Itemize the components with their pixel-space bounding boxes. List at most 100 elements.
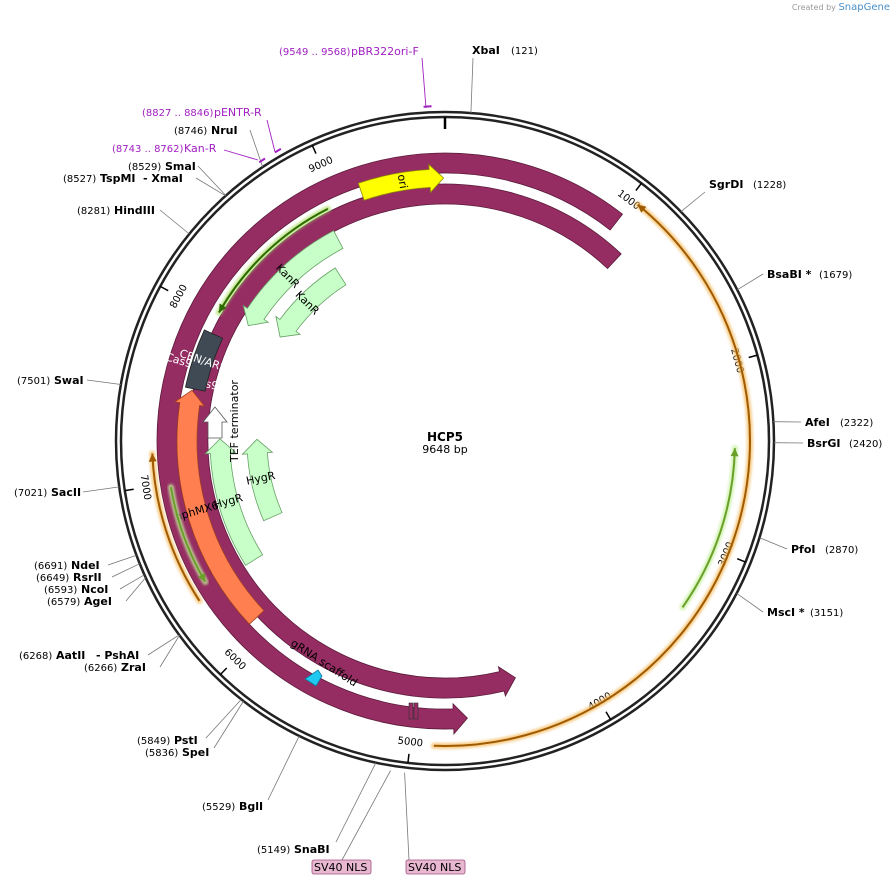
site-snabi-pos: (5149) xyxy=(257,845,290,856)
site-sgrdi-name[interactable]: SgrDI xyxy=(709,178,743,191)
orf-left-green-head xyxy=(197,573,206,582)
lead-7 xyxy=(335,762,377,843)
kanr-2[interactable] xyxy=(275,267,347,338)
site-smai-name[interactable]: SmaI xyxy=(165,160,196,173)
hygr-2[interactable] xyxy=(241,438,283,522)
kanr-1[interactable] xyxy=(242,230,344,327)
site-afei-pos: (2322) xyxy=(840,418,873,429)
site-zrai-name[interactable]: ZraI xyxy=(121,661,146,674)
tick-label-1000: 1000 xyxy=(615,188,642,212)
tick-label-5000: 5000 xyxy=(397,736,424,750)
site-aatii-name[interactable]: AatII xyxy=(56,649,85,662)
sv40-lead-0 xyxy=(341,770,391,861)
site-xmai-name[interactable]: - XmaI xyxy=(143,172,183,185)
snapgene-watermark: Created by SnapGene xyxy=(791,2,890,13)
site-rsrii-pos: (6649) xyxy=(36,573,69,584)
hygr-2-label: HygR xyxy=(245,469,277,488)
cas9-outer[interactable] xyxy=(156,152,624,735)
lead-2 xyxy=(736,273,764,291)
site-pshai-name[interactable]: - PshAI xyxy=(96,649,139,662)
site-pfoi-pos: (2870) xyxy=(825,545,858,556)
site-bgli-name[interactable]: BglI xyxy=(239,800,263,813)
site-spei-name[interactable]: SpeI xyxy=(182,746,209,759)
orf-cas9[interactable] xyxy=(433,203,751,747)
site-ncoi-name[interactable]: NcoI xyxy=(81,583,108,596)
sv40-nls-block-2[interactable] xyxy=(413,702,419,720)
site-bsabi-name[interactable]: BsaBI * xyxy=(767,268,812,281)
grna-scaffold-arrow[interactable] xyxy=(304,669,323,687)
primer-pentr-name[interactable]: pENTR-R xyxy=(214,106,262,119)
lead-1 xyxy=(680,191,706,213)
orf-small-right-head xyxy=(730,448,739,457)
site-afei-name[interactable]: AfeI xyxy=(805,416,830,429)
lead-20 xyxy=(195,177,226,197)
site-sacii-pos: (7021) xyxy=(14,488,47,499)
site-spei-pos: (5836) xyxy=(145,748,178,759)
backbone-outer xyxy=(114,110,776,772)
lead-11 xyxy=(147,634,180,656)
orf-small-right[interactable] xyxy=(681,448,736,608)
primer-lead-2 xyxy=(223,149,259,161)
primer-kanr-mark[interactable] xyxy=(258,157,266,164)
hphmx6-arrow[interactable] xyxy=(173,389,265,625)
site-msci-name[interactable]: MscI * xyxy=(767,606,805,619)
sv40-nls-block-1[interactable] xyxy=(408,702,414,720)
tick-6000 xyxy=(219,667,228,676)
site-swai-name[interactable]: SwaI xyxy=(54,374,84,387)
ori-arrow-label: ori xyxy=(395,173,410,189)
plasmid-name: HCP5 xyxy=(427,430,463,444)
site-aatii-pos: (6268) xyxy=(19,651,52,662)
site-sacii-name[interactable]: SacII xyxy=(51,486,81,499)
site-bsrgi-pos: (2420) xyxy=(849,439,882,450)
site-swai-pos: (7501) xyxy=(17,376,50,387)
site-bgli-pos: (5529) xyxy=(202,802,235,813)
lead-5 xyxy=(759,537,788,550)
primer-pentr-mark[interactable] xyxy=(274,148,282,154)
orf-left-orange[interactable] xyxy=(151,453,201,602)
hygr-1[interactable] xyxy=(204,438,264,566)
lead-0 xyxy=(470,57,474,114)
sv40-nls-box-1[interactable]: SV40 NLS xyxy=(311,859,372,875)
site-xbai-name[interactable]: XbaI xyxy=(472,44,500,57)
primer-kanr-pos: (8743 .. 8762) xyxy=(112,144,184,155)
site-ndei-name[interactable]: NdeI xyxy=(71,559,100,572)
site-snabi-name[interactable]: SnaBI xyxy=(294,843,330,856)
primer-pbr322ori-pos: (9549 .. 9568) xyxy=(279,47,351,58)
orf-kanr-head xyxy=(219,303,227,313)
site-pfoi-name[interactable]: PfoI xyxy=(791,543,816,556)
orf-cas9-glow xyxy=(430,201,753,749)
lead-14 xyxy=(111,563,140,578)
orf-kanr[interactable] xyxy=(218,208,329,313)
site-smai-pos: (8529) xyxy=(128,162,161,173)
restriction-sites: XbaI (121) SgrDI (1228) BsaBI * (1679) A… xyxy=(14,44,882,856)
tick-8000 xyxy=(159,285,169,292)
lead-17 xyxy=(82,486,120,493)
orf-left-green[interactable] xyxy=(169,486,207,583)
tick-2000 xyxy=(748,354,758,359)
ori-arrow[interactable] xyxy=(357,163,445,201)
lead-15 xyxy=(119,574,145,590)
snapgene-brand: SnapGene xyxy=(838,2,890,13)
primer-kanr-name[interactable]: Kan-R xyxy=(184,142,217,155)
site-psti-name[interactable]: PstI xyxy=(174,734,198,747)
lead-10 xyxy=(213,700,244,749)
tick-7000 xyxy=(124,488,134,492)
site-agei-name[interactable]: AgeI xyxy=(84,595,112,608)
tef-terminator-arrow[interactable] xyxy=(202,406,228,439)
cenars-block[interactable] xyxy=(185,329,224,392)
site-rsrii-name[interactable]: RsrII xyxy=(73,571,102,584)
site-hindiii-name[interactable]: HindIII xyxy=(114,204,155,217)
lead-8 xyxy=(267,735,300,801)
orf-small-right-glow xyxy=(679,445,738,611)
site-tspmi-name[interactable]: TspMI xyxy=(100,172,136,185)
site-hindiii-pos: (8281) xyxy=(77,206,110,217)
tick-4000 xyxy=(605,711,612,720)
site-nrui-name[interactable]: NruI xyxy=(211,124,238,137)
site-bsrgi-name[interactable]: BsrGI xyxy=(807,437,840,450)
site-xbai-pos: (121) xyxy=(511,46,538,57)
sv40-nls-box-2[interactable]: SV40 NLS xyxy=(405,859,466,875)
sv40-nls-label-1: SV40 NLS xyxy=(314,861,367,874)
primer-pbr322ori-name[interactable]: pBR322ori-F xyxy=(351,45,419,58)
site-ncoi-pos: (6593) xyxy=(44,585,77,596)
site-agei-pos: (6579) xyxy=(47,597,80,608)
